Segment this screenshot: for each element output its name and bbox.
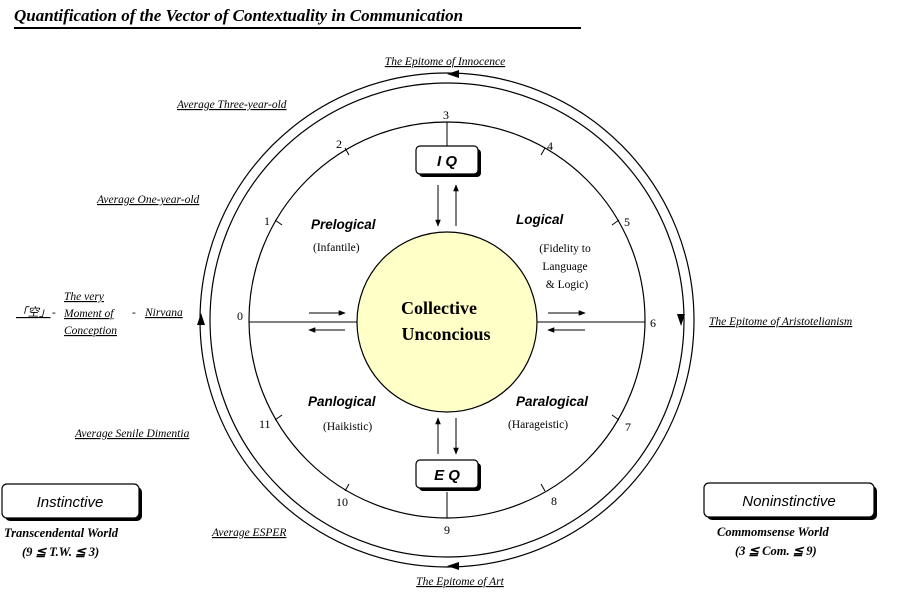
number-3: 3 (443, 108, 449, 122)
commonsense-world-range: (3 ≦ Com. ≦ 9) (735, 544, 817, 558)
prelogical-label: Prelogical (311, 217, 376, 232)
moment-label: Moment of (63, 308, 115, 320)
transcendental-world-label: Transcendental World (4, 526, 119, 540)
eq-box (415, 459, 479, 489)
commonsense-world-label: Commomsense World (717, 525, 829, 539)
logical-label: Logical (516, 212, 564, 227)
paralogical-label: Paralogical (516, 394, 588, 409)
ring-ticks (274, 147, 620, 492)
noninstinctive-box (703, 482, 875, 518)
number-10: 10 (336, 495, 348, 509)
senile-dimentia-label: Average Senile Dimentia (74, 428, 190, 440)
instinctive-box (1, 483, 140, 519)
collective-unconscious-circle (356, 231, 538, 413)
iq-box (415, 145, 479, 175)
number-8: 8 (551, 494, 557, 508)
conception-label: Conception (64, 325, 117, 337)
eq-label: E Q (434, 467, 460, 484)
vertical-arrows (435, 184, 459, 455)
logical-desc-1: (Fidelity to (539, 243, 591, 255)
epitome-art-label: The Epitome of Art (416, 576, 504, 588)
ring-arrow-bottom (447, 562, 459, 570)
number-11: 11 (259, 417, 271, 431)
number-4: 4 (547, 139, 553, 153)
number-2: 2 (336, 137, 342, 151)
iq-label: I Q (437, 153, 457, 170)
panlogical-desc: (Haikistic) (323, 421, 372, 433)
epitome-aristotelianism-label: The Epitome of Aristotelianism (709, 316, 852, 328)
dash-1: - (52, 307, 56, 319)
panlogical-label: Panlogical (308, 394, 376, 409)
very-label: The very (64, 291, 105, 303)
prelogical-desc: (Infantile) (313, 242, 360, 254)
nirvana-label: Nirvana (144, 307, 183, 319)
number-9: 9 (444, 523, 450, 537)
number-6: 6 (650, 316, 656, 330)
dash-2: - (132, 307, 136, 319)
number-0: 0 (237, 309, 243, 323)
page-title: Quantification of the Vector of Contextu… (14, 6, 463, 25)
instinctive-label: Instinctive (37, 494, 104, 511)
center-label-line1: Collective (401, 298, 477, 318)
noninstinctive-label: Noninstinctive (742, 493, 835, 510)
ring-arrow-left (197, 313, 205, 325)
logical-desc-3: & Logic) (546, 279, 589, 291)
logical-desc-2: Language (542, 261, 587, 273)
paralogical-desc: (Harageistic) (508, 419, 568, 431)
ring-arrow-top (447, 70, 459, 78)
esper-label: Average ESPER (211, 527, 286, 539)
transcendental-world-range: (9 ≦ T.W. ≦ 3) (22, 545, 99, 559)
one-year-old-label: Average One-year-old (96, 194, 200, 206)
three-year-old-label: Average Three-year-old (176, 99, 287, 111)
number-7: 7 (625, 420, 631, 434)
kanji-void-label: 「空」 (16, 306, 51, 319)
ring-arrow-right (677, 314, 685, 326)
center-label-line2: Unconcious (401, 324, 490, 344)
number-5: 5 (624, 215, 630, 229)
outer-ring-2 (209, 82, 685, 558)
epitome-innocence-label: The Epitome of Innocence (385, 56, 505, 68)
number-1: 1 (264, 214, 270, 228)
horizontal-arrows (308, 310, 586, 333)
